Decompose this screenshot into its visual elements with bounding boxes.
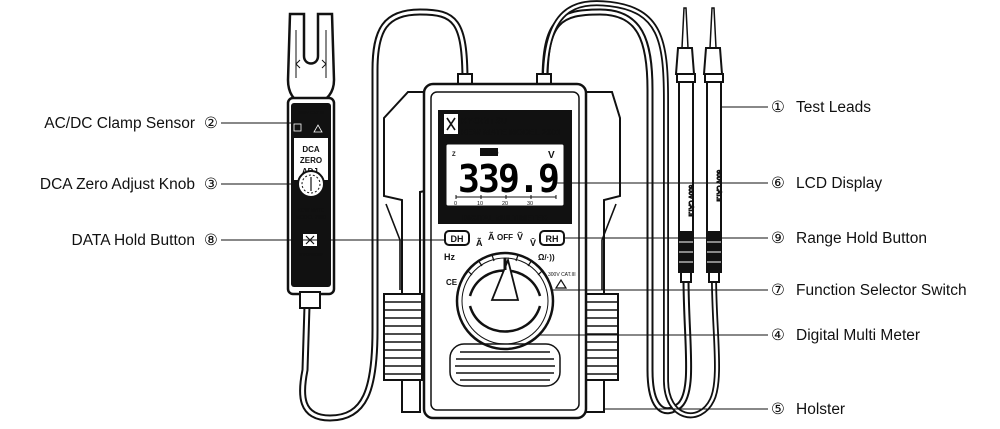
warning-icon <box>554 278 568 289</box>
svg-text:Ã: Ã <box>476 238 483 248</box>
lcd-auto: AUTO <box>482 151 499 157</box>
clamp-model-1: KEW MATE <box>298 208 325 214</box>
zero-label-2: ZERO <box>300 156 322 165</box>
data-hold-button[interactable]: DH <box>444 230 470 246</box>
callout-data-hold-text: DATA Hold Button <box>72 232 196 249</box>
zero-label-1: DCA <box>302 145 320 154</box>
bar-tick-20: 20 <box>502 201 508 207</box>
callout-holster-num: ⑤ <box>771 401 785 418</box>
svg-text:V̄: V̄ <box>530 238 536 248</box>
brand-text: KYORITSU <box>461 116 508 126</box>
dh-label: DH <box>451 234 464 244</box>
test-lead-cables <box>299 0 721 422</box>
callout-test-leads-text: Test Leads <box>796 99 871 116</box>
callout-range-hold-text: Range Hold Button <box>796 230 927 247</box>
callout-data-hold-num: ⑧ <box>204 232 218 249</box>
lead-2-rating: 600V CAT.II <box>715 170 721 202</box>
bar-tick-30: 30 <box>527 201 533 207</box>
clamp-jaws <box>286 12 336 102</box>
callout-test-leads-num: ① <box>771 99 785 116</box>
meter-vent <box>449 343 561 387</box>
callout-zero-knob-text: DCA Zero Adjust Knob <box>40 176 195 193</box>
callout-clamp-sensor-text: AC/DC Clamp Sensor <box>44 115 195 132</box>
callout-meter-num: ④ <box>771 327 785 344</box>
callout-selector-text: Function Selector Switch <box>796 282 967 299</box>
lcd-unit: V <box>548 150 555 161</box>
function-selector-switch[interactable] <box>455 251 555 351</box>
callout-lcd-num: ⑥ <box>771 175 785 192</box>
off-label: OFF <box>497 233 513 242</box>
svg-text:Ã: Ã <box>488 232 495 242</box>
meter-rating: 300V CAT.III <box>548 272 576 278</box>
rh-label: RH <box>546 234 559 244</box>
range-hold-button[interactable]: RH <box>539 230 565 246</box>
lcd-reading: 339.9 <box>458 157 558 201</box>
callout-zero-knob-num: ③ <box>204 176 218 193</box>
clamp-sensor: 300V CAT.III DCA ZERO ADJ. KEW MATE MODE… <box>286 12 336 309</box>
hz-label: Hz <box>444 252 455 262</box>
clamp-model-2: MODEL 2000 <box>296 215 326 221</box>
panel-label: DIGITAL MULTIMETER <box>462 214 548 223</box>
clamp-warning-icon <box>313 124 323 133</box>
clamp-brand: KYORITSU <box>299 252 322 257</box>
bar-tick-0: 0 <box>454 201 457 207</box>
test-lead-probes: 600V CAT.II 600V CAT.II <box>674 7 724 283</box>
callout-clamp-sensor-num: ② <box>204 115 218 132</box>
bar-tick-10: 10 <box>477 201 483 207</box>
model-text: KEW MATE MODEL 2001 <box>461 127 561 137</box>
ce-mark: CE <box>446 278 458 287</box>
callout-range-hold-num: ⑨ <box>771 230 785 247</box>
svg-text:Z: Z <box>452 152 456 158</box>
callout-labels: AC/DC Clamp Sensor ② DCA Zero Adjust Kno… <box>40 99 967 418</box>
callout-meter-text: Digital Multi Meter <box>796 327 920 344</box>
dca-zero-adjust-knob[interactable] <box>297 170 325 198</box>
holster <box>383 91 621 413</box>
leader-lines <box>221 106 768 410</box>
clamp-rating: 300V CAT.III <box>299 110 324 115</box>
callout-lcd-text: LCD Display <box>796 175 882 192</box>
lead-1-rating: 600V CAT.II <box>687 185 693 217</box>
callout-holster-text: Holster <box>796 401 845 418</box>
digital-multi-meter: KYORITSU KEW MATE MODEL 2001 Z AUTO V 33… <box>422 73 588 420</box>
svg-text:Ṽ: Ṽ <box>517 232 523 242</box>
callout-selector-num: ⑦ <box>771 282 785 299</box>
ohm-label: Ω/·)) <box>538 253 555 262</box>
